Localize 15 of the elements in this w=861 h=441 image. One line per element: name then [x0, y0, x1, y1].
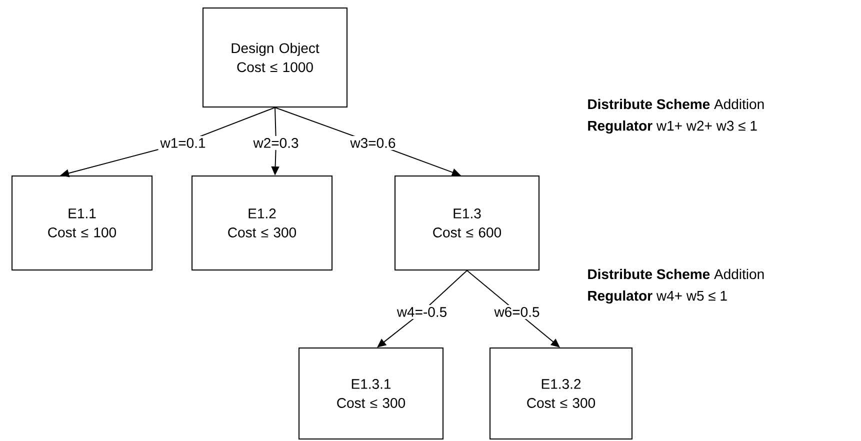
edge-label: w2=0.3 — [251, 136, 301, 150]
process-box: Design Object Cost ≤ 1000 — [202, 8, 348, 108]
edge-label: w4=-0.5 — [394, 305, 450, 319]
annotation-text: Regulator w1+ w2+ w3 ≤ 1 — [588, 120, 757, 134]
annotation-text: Distribute Scheme Addition — [588, 98, 764, 110]
edge-label: w3=0.6 — [348, 136, 398, 150]
annotation-text: Distribute Scheme Addition — [588, 268, 764, 280]
process-box: E1.1 Cost ≤ 100 — [12, 176, 152, 270]
process-box: E1.3.2 Cost ≤ 300 — [490, 347, 632, 440]
annotation-text: Regulator w4+ w5 ≤ 1 — [588, 290, 727, 304]
edge-label: w1=0.1 — [158, 136, 208, 150]
process-box: E1.3 Cost ≤ 600 — [394, 176, 540, 270]
edge-label: w6=0.5 — [492, 305, 542, 319]
process-box: E1.3.1 Cost ≤ 300 — [298, 347, 444, 440]
process-box: E1.2 Cost ≤ 300 — [192, 176, 332, 270]
